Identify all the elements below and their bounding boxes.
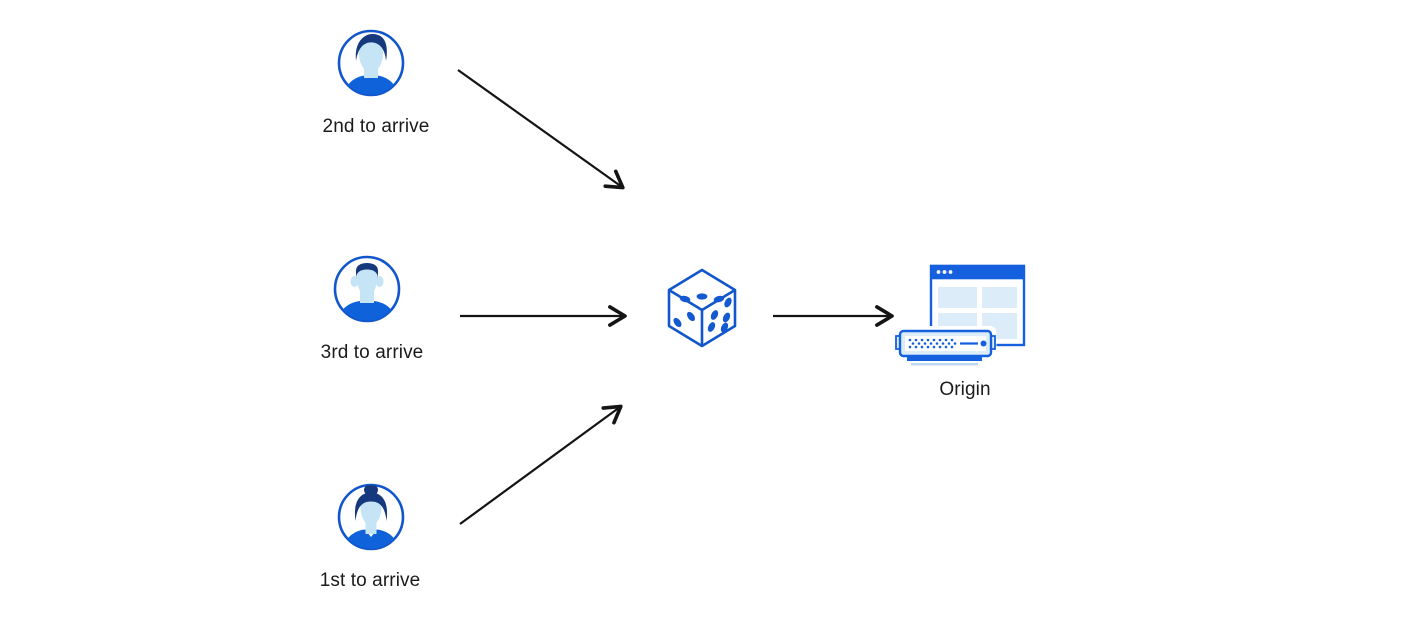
- server-icon: [894, 326, 997, 366]
- node-visitor-2nd: [335, 27, 407, 99]
- arrow-visitor1-to-dice: [459, 404, 623, 525]
- node-label-visitor-3rd: 3rd to arrive: [320, 342, 424, 363]
- user-avatar-woman-icon: [337, 483, 405, 551]
- dice-icon: [667, 268, 737, 348]
- node-label-visitor-1st: 1st to arrive: [319, 570, 421, 591]
- node-label-origin: Origin: [939, 379, 991, 400]
- node-randomizer: [658, 260, 746, 352]
- node-label-visitor-2nd: 2nd to arrive: [322, 116, 430, 137]
- node-visitor-1st: [335, 481, 407, 553]
- arrow-visitor2-to-dice: [457, 69, 625, 190]
- node-origin: [893, 256, 1033, 366]
- origin-server-icon: [894, 264, 1026, 366]
- user-avatar-man-icon: [337, 29, 405, 97]
- user-avatar-man-2-icon: [333, 255, 401, 323]
- node-visitor-3rd: [331, 253, 403, 325]
